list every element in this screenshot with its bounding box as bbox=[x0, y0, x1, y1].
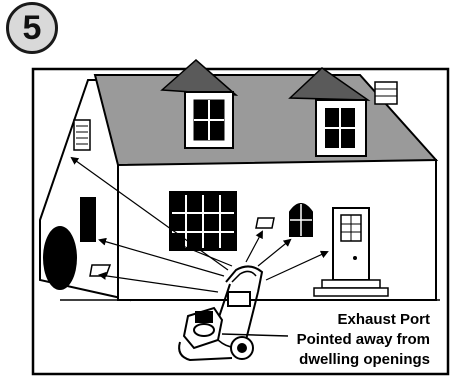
door-step-lower bbox=[313, 287, 389, 297]
pointed-away-line2: dwelling openings bbox=[299, 351, 430, 368]
exhaust-caption: Exhaust Port Pointed away from dwelling … bbox=[297, 310, 430, 370]
door-step-upper bbox=[321, 279, 381, 289]
arrow-icon bbox=[70, 156, 329, 293]
front-wall bbox=[117, 159, 437, 301]
step-number-badge bbox=[6, 2, 58, 54]
chimney bbox=[374, 81, 398, 105]
foundation-vent-left bbox=[89, 264, 112, 277]
gable-upper-vent bbox=[73, 119, 91, 151]
step-number: 5 bbox=[22, 9, 42, 47]
pressure-washer-icon bbox=[178, 265, 264, 362]
exhaust-port-label: Exhaust Port bbox=[337, 311, 430, 328]
pointed-away-line1: Pointed away from bbox=[296, 331, 430, 348]
foundation-vent-front bbox=[255, 217, 275, 229]
shrub bbox=[43, 226, 77, 290]
gable-lower-window bbox=[80, 197, 96, 242]
